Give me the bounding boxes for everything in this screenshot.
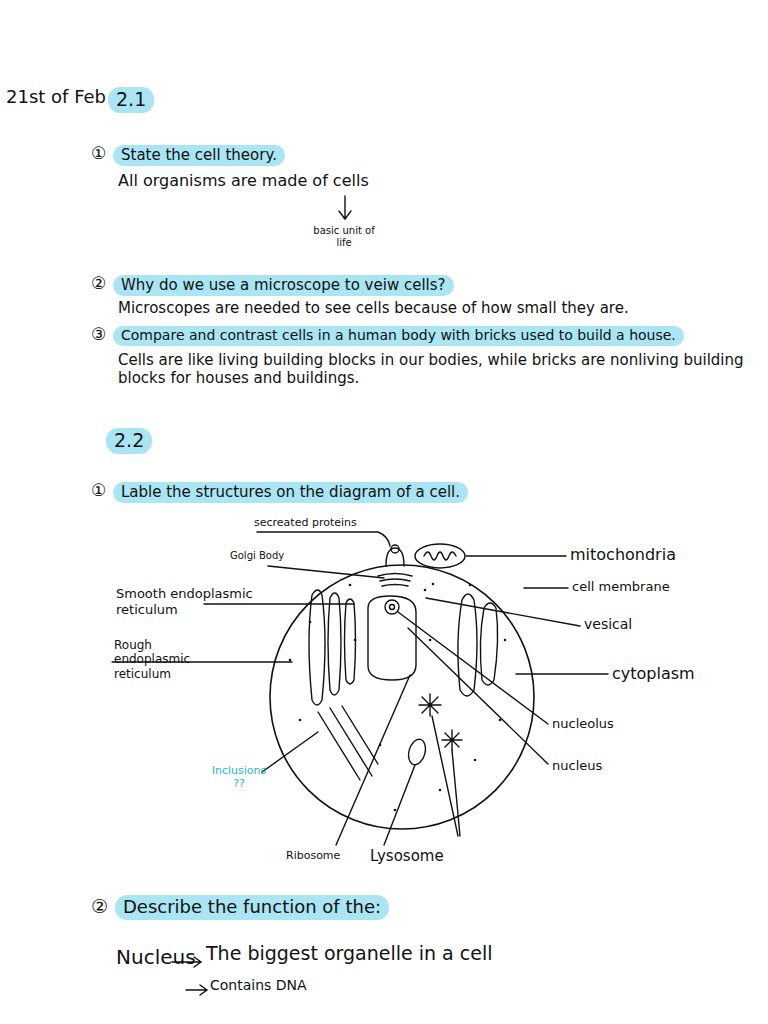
part-label: cytoplasm xyxy=(612,664,695,683)
part-label: Golgi Body xyxy=(230,550,284,562)
note-text: basic unit of life xyxy=(308,225,380,249)
highlight-band: Why do we use a microscope to veiw cells… xyxy=(113,275,454,296)
part-label: nucleus xyxy=(552,758,602,774)
question-number: ③ xyxy=(91,324,106,344)
highlight-text: 2.2 xyxy=(114,429,144,451)
part-label: Ribosome xyxy=(286,849,340,862)
highlight-band: Compare and contrast cells in a human bo… xyxy=(113,326,684,346)
question-number: ① xyxy=(91,143,106,163)
answer-text: The biggest organelle in a cell xyxy=(206,942,492,965)
highlight-text: Lable the structures on the diagram of a… xyxy=(121,483,460,501)
highlight-text: Compare and contrast cells in a human bo… xyxy=(121,327,676,343)
term-text: Nucleus xyxy=(116,945,196,969)
answer-text: Microscopes are needed to see cells beca… xyxy=(118,299,629,317)
highlight-band: Lable the structures on the diagram of a… xyxy=(113,482,468,503)
part-label: Smooth endoplasmic reticulum xyxy=(116,586,266,617)
highlight-text: Describe the function of the: xyxy=(123,896,381,917)
highlight-band: State the cell theory. xyxy=(113,145,285,166)
part-label: cell membrane xyxy=(572,579,670,595)
answer-text: All organisms are made of cells xyxy=(118,171,369,190)
part-label: secreated proteins xyxy=(254,516,357,529)
part-label: nucleolus xyxy=(552,716,614,732)
question-number: ② xyxy=(91,895,108,918)
highlight-text: 2.1 xyxy=(116,88,146,110)
answer-text: Cells are like living building blocks in… xyxy=(118,351,758,387)
highlight-band: 2.1 xyxy=(108,87,154,113)
part-label: Lysosome xyxy=(370,847,444,865)
highlight-band: 2.2 xyxy=(106,428,152,454)
uncertain-label: Inclusions ?? xyxy=(208,764,270,790)
question-number: ② xyxy=(91,273,106,293)
highlight-text: State the cell theory. xyxy=(121,146,277,164)
part-label: vesical xyxy=(584,616,632,633)
highlight-band: Describe the function of the: xyxy=(115,895,389,920)
part-label: mitochondria xyxy=(570,545,676,564)
answer-text: Contains DNA xyxy=(210,977,307,994)
highlight-text: Why do we use a microscope to veiw cells… xyxy=(121,276,446,294)
question-number: ① xyxy=(91,480,106,500)
part-label: Rough endoplasmic reticulum xyxy=(114,638,214,681)
page-date: 21st of Feb xyxy=(6,86,106,108)
